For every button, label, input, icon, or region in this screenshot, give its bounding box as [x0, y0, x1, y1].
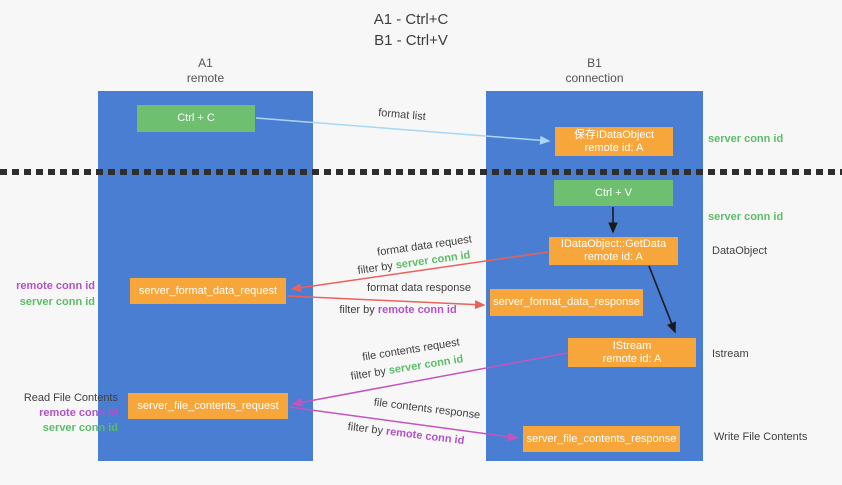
node-server-file-contents-response-label: server_file_contents_response	[526, 432, 677, 445]
node-server-file-contents-request-label: server_file_contents_request	[137, 399, 279, 412]
arrow-format-data-response	[286, 295, 486, 310]
node-ctrl-v: Ctrl + V	[554, 180, 673, 206]
node-idataobject-getdata: IDataObject::GetData remote id: A	[549, 237, 678, 265]
filter-key-remote-conn-id: remote conn id	[377, 304, 457, 316]
node-ctrl-v-label: Ctrl + V	[595, 186, 632, 199]
node-ctrl-c: Ctrl + C	[137, 105, 255, 132]
label-format-server-conn-id: server conn id	[19, 296, 95, 308]
arrow-format-list	[255, 117, 551, 145]
label-file-remote-conn-id: remote conn id	[39, 407, 118, 419]
diagram-title: A1 - Ctrl+C B1 - Ctrl+V	[0, 9, 822, 51]
arrow-file-contents-request	[291, 352, 568, 407]
arrow-label-format-data-response-filter: filter by remote conn id	[338, 304, 458, 316]
arrow-getdata-to-istream	[648, 265, 676, 334]
node-ctrl-c-label: Ctrl + C	[177, 112, 215, 124]
node-server-format-data-request-label: server_format_data_request	[138, 284, 278, 297]
arrow-file-contents-response	[288, 406, 519, 442]
label-format-remote-conn-id: remote conn id	[16, 280, 95, 292]
filter-by-text: filter by	[339, 304, 378, 316]
lifeline-a1-role: remote	[186, 71, 225, 85]
title-line-1: A1 - Ctrl+C	[373, 11, 449, 28]
node-server-file-contents-request: server_file_contents_request	[128, 393, 288, 419]
arrow-format-data-request	[290, 251, 549, 293]
label-write-file-contents: Write File Contents	[714, 431, 808, 443]
lifeline-b1-name: B1	[587, 56, 602, 70]
node-idataobject-getdata-line2: remote id: A	[584, 251, 643, 263]
node-server-file-contents-response: server_file_contents_response	[523, 426, 680, 452]
lifeline-a1-name: A1	[198, 56, 213, 70]
label-server-conn-id-top: server conn id	[708, 133, 784, 145]
machine-separator-line	[0, 169, 842, 175]
lifeline-b1-role: connection	[565, 71, 624, 85]
label-dataobject: DataObject	[712, 245, 768, 257]
lifeline-header-a1: A1 remote	[98, 56, 313, 86]
node-save-idataobject-line2: remote id: A	[584, 141, 644, 154]
title-line-2: B1 - Ctrl+V	[374, 32, 448, 49]
arrow-label-format-data-response: format data response	[367, 282, 471, 294]
node-save-idataobject: 保存IDataObject remote id: A	[555, 127, 673, 156]
label-istream: Istream	[712, 348, 749, 360]
node-istream-line2: remote id: A	[602, 352, 662, 365]
lifeline-header-b1: B1 connection	[486, 56, 703, 86]
node-server-format-data-request: server_format_data_request	[130, 278, 286, 304]
label-read-file-contents: Read File Contents	[23, 392, 118, 404]
label-block-file-conn-ids: Read File Contents remote conn id server…	[0, 391, 118, 436]
node-istream-line1: IStream	[612, 339, 652, 352]
label-server-conn-id-mid: server conn id	[708, 211, 784, 223]
node-idataobject-getdata-line1: IDataObject::GetData	[560, 238, 667, 250]
label-block-format-conn-ids: remote conn id server conn id	[0, 278, 95, 310]
node-server-format-data-response: server_format_data_response	[490, 289, 643, 316]
label-file-server-conn-id: server conn id	[42, 422, 118, 434]
node-save-idataobject-line1: 保存IDataObject	[573, 128, 655, 141]
node-server-format-data-response-label: server_format_data_response	[493, 296, 640, 308]
node-istream: IStream remote id: A	[568, 338, 696, 367]
